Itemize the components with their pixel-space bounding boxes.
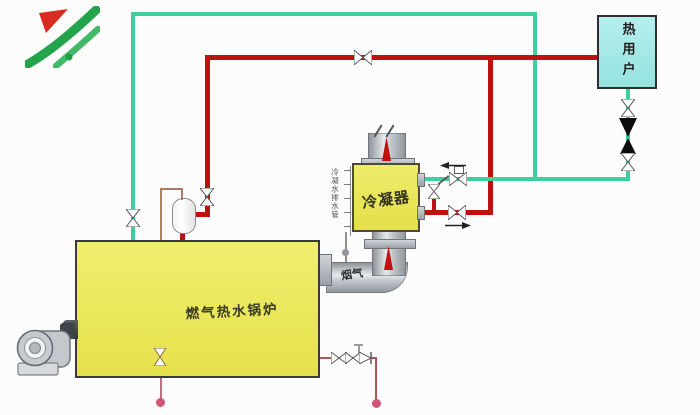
bracket-tick [344, 184, 351, 185]
condensate-drain-joint [342, 249, 349, 256]
flue-gas-label: 烟气 [340, 266, 364, 283]
boiler-label: 燃气热水锅炉 [185, 301, 279, 323]
safety-valve-stub [432, 197, 436, 211]
boiler-box: 燃气热水锅炉 [75, 240, 320, 378]
blower-fan-hub [29, 342, 41, 354]
valve-condenser-supply-icon [448, 205, 466, 220]
valve-actuator [454, 166, 464, 174]
return-pipe-boiler-drop [131, 12, 135, 240]
safety-valve-icon [428, 184, 440, 199]
logo-green-swoosh-icon [25, 6, 100, 68]
valve-return-boiler-icon [126, 209, 140, 227]
return-pipe-top [131, 12, 537, 16]
check-triangle-up-icon [620, 138, 636, 154]
supply-pipe-vessel-elbow [194, 212, 210, 217]
heat-user-label: 热用户 [619, 22, 635, 82]
valve-supply-main-icon [354, 50, 372, 65]
boiler-loop-horizontal [160, 188, 183, 190]
flue-flow-arrow-icon [384, 246, 393, 270]
valve-heat-user-lower-icon [621, 153, 635, 171]
logo-red-triangle-icon [39, 9, 68, 33]
condensate-label-bracket [350, 166, 351, 236]
drain-outlet-dot-left [156, 398, 165, 407]
flow-arrow-left-icon [440, 162, 466, 169]
return-pipe-mid-vertical [533, 14, 537, 181]
brand-logo [25, 6, 100, 68]
bracket-tick [344, 170, 351, 171]
flue-riser-flange [364, 239, 416, 249]
boiler-loop-drop [181, 188, 183, 200]
expansion-vessel [172, 198, 196, 234]
logo-dot-icon [65, 53, 73, 61]
bracket-tick [344, 198, 351, 199]
condensate-drain-line [345, 232, 347, 262]
boiler-bottom-drain [160, 378, 162, 402]
condensate-pipe-label: 冷凝水排水管 [330, 168, 340, 219]
valve-boiler-outlet-icon [200, 188, 214, 206]
logo-green-swoosh2-icon [52, 25, 100, 68]
return-pipe-bottom [420, 177, 630, 181]
valve-boiler-drain-icon [154, 348, 166, 366]
condenser-supply-nozzle [417, 206, 425, 220]
bracket-tick [344, 226, 351, 227]
chimney-flow-arrow-icon [382, 137, 391, 161]
supply-pipe-vessel-stub [180, 228, 185, 242]
valve-condenser-return-icon [449, 172, 467, 186]
heat-user-box: 热用户 [597, 15, 657, 89]
condenser-return-nozzle [417, 173, 425, 187]
strainer-triangle-down-icon [619, 118, 637, 137]
flow-arrow-right-icon [445, 222, 471, 229]
drain-outlet-dot-right [372, 399, 381, 408]
condenser-box: 冷凝器 [352, 163, 420, 232]
condenser-label: 冷凝器 [361, 187, 412, 213]
valve-heat-user-upper-icon [621, 99, 635, 117]
drain-vent-stem [358, 345, 360, 353]
supply-pipe-top [207, 55, 597, 60]
supply-pipe-boiler-riser [205, 55, 210, 217]
burner-blower [16, 323, 75, 376]
supply-pipe-condenser-riser [488, 55, 493, 215]
boiler-side-drain-drop [375, 357, 377, 403]
check-valve-side-drain-icon [359, 352, 373, 364]
drain-vent-cap [354, 344, 363, 346]
bracket-tick [344, 212, 351, 213]
